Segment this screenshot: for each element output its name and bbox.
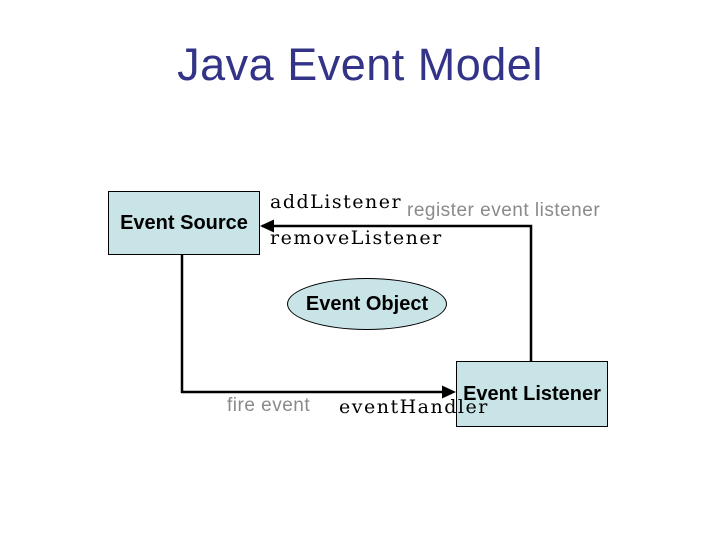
event-listener-box: Event Listener (456, 361, 608, 427)
event-source-label: Event Source (120, 211, 248, 234)
fire-event-label: fire event (227, 395, 311, 416)
register-event-listener-label: register event listener (407, 200, 601, 221)
add-listener-label: addListener (270, 191, 403, 213)
slide-title: Java Event Model (177, 39, 543, 90)
event-object-label: Event Object (305, 292, 429, 315)
event-handler-label: eventHandler (339, 396, 489, 418)
event-source-box: Event Source (108, 191, 260, 255)
remove-listener-label: removeListener (270, 227, 443, 249)
event-listener-label: Event Listener (463, 382, 601, 405)
event-object-ellipse: Event Object (287, 278, 447, 330)
